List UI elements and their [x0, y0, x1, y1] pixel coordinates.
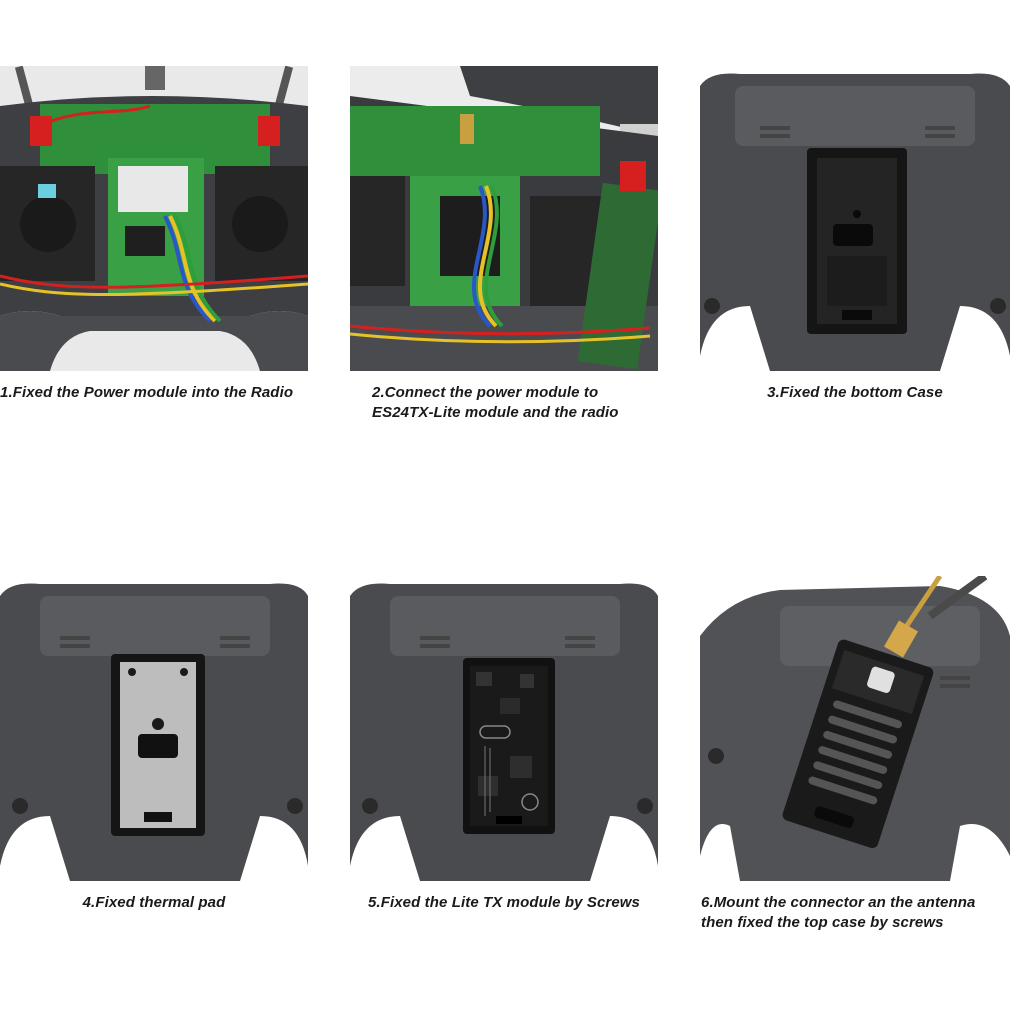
step-3-photo — [700, 66, 1010, 371]
step-5-illustration — [350, 576, 658, 881]
step-2-photo — [350, 66, 658, 371]
step-4-photo — [0, 576, 308, 881]
step-2-caption-line-2: ES24TX-Lite module and the radio — [372, 404, 619, 421]
step-2-illustration — [350, 66, 658, 371]
step-1-caption: 1.Fixed the Power module into the Radio — [0, 383, 330, 403]
step-6-photo — [700, 576, 1010, 881]
step-6-caption: 6.Mount the connector an the antenna the… — [701, 893, 1010, 933]
step-2-caption-line-1: 2.Connect the power module to — [372, 384, 599, 401]
step-1-illustration — [0, 66, 308, 371]
step-1-caption-line-1: 1.Fixed the Power module into the Radio — [0, 384, 294, 401]
step-3-illustration — [700, 66, 1010, 371]
step-3-caption-line-1: 3.Fixed the bottom Case — [767, 384, 943, 401]
step-3-caption: 3.Fixed the bottom Case — [700, 383, 1010, 403]
step-4-illustration — [0, 576, 308, 881]
step-6-caption-line-1: 6.Mount the connector an the antenna — [701, 894, 976, 911]
step-5-photo — [350, 576, 658, 881]
step-5-caption-line-1: 5.Fixed the Lite TX module by Screws — [367, 894, 640, 911]
step-4-caption: 4.Fixed thermal pad — [0, 893, 308, 913]
step-6-illustration — [700, 576, 1010, 881]
step-5-caption: 5.Fixed the Lite TX module by Screws — [335, 893, 673, 913]
step-6-caption-line-2: then fixed the top case by screws — [701, 914, 944, 931]
step-4-caption-line-1: 4.Fixed thermal pad — [82, 894, 226, 911]
step-2-caption: 2.Connect the power module to ES24TX-Lit… — [372, 383, 672, 423]
step-1-photo — [0, 66, 308, 371]
